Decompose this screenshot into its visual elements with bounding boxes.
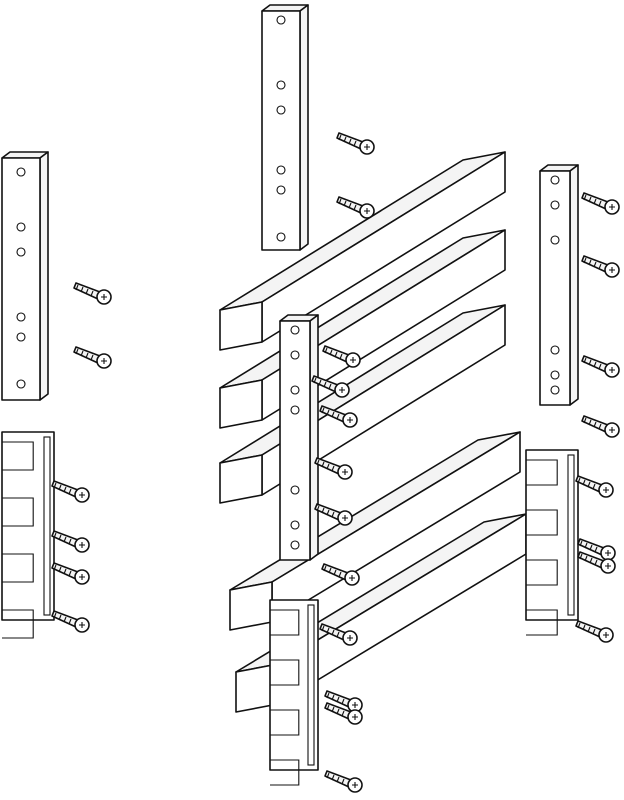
cross-head-icon xyxy=(609,427,615,433)
screw xyxy=(324,702,363,725)
cross-head-icon xyxy=(352,782,358,788)
screw xyxy=(51,530,90,553)
screw xyxy=(324,690,363,713)
left-support-bracket xyxy=(1,151,49,401)
screw xyxy=(336,132,375,155)
mounting-hole xyxy=(290,405,300,415)
screw xyxy=(581,255,620,278)
cross-head-icon xyxy=(609,267,615,273)
screw xyxy=(581,415,620,438)
screw xyxy=(322,345,361,368)
screw xyxy=(577,551,616,574)
lower-clip-holder xyxy=(269,599,319,786)
mounting-hole xyxy=(550,385,560,395)
screw xyxy=(73,282,112,305)
cross-head-icon xyxy=(352,702,358,708)
cross-head-icon xyxy=(364,208,370,214)
mounting-hole xyxy=(550,370,560,380)
mounting-hole xyxy=(550,200,560,210)
screw xyxy=(51,610,90,633)
left-clip-holder xyxy=(1,431,55,639)
screw xyxy=(314,503,353,526)
mounting-hole xyxy=(290,520,300,530)
right-support-bracket xyxy=(539,164,579,406)
center-support-bracket xyxy=(279,314,319,561)
top-support-bracket xyxy=(261,4,309,251)
screw xyxy=(581,192,620,215)
cross-head-icon xyxy=(364,144,370,150)
mounting-hole xyxy=(16,312,26,322)
cross-head-icon xyxy=(352,714,358,720)
mounting-hole xyxy=(290,485,300,495)
cross-head-icon xyxy=(101,358,107,364)
mounting-hole xyxy=(550,345,560,355)
mounting-hole xyxy=(290,385,300,395)
mounting-hole xyxy=(16,167,26,177)
mounting-hole xyxy=(16,332,26,342)
mounting-hole xyxy=(276,232,286,242)
mounting-hole xyxy=(276,165,286,175)
cross-head-icon xyxy=(347,635,353,641)
screw xyxy=(336,196,375,219)
cross-head-icon xyxy=(79,542,85,548)
screw xyxy=(319,405,358,428)
mounting-hole xyxy=(290,350,300,360)
cross-head-icon xyxy=(342,469,348,475)
screw xyxy=(51,480,90,503)
screw xyxy=(319,623,358,646)
screw xyxy=(314,457,353,480)
cross-head-icon xyxy=(342,515,348,521)
cross-head-icon xyxy=(605,563,611,569)
cross-head-icon xyxy=(339,387,345,393)
busbar xyxy=(219,151,506,351)
mounting-hole xyxy=(16,379,26,389)
mounting-hole xyxy=(550,235,560,245)
right-clip-holder xyxy=(525,449,579,636)
cross-head-icon xyxy=(609,204,615,210)
cross-head-icon xyxy=(605,550,611,556)
cross-head-icon xyxy=(349,575,355,581)
cross-head-icon xyxy=(603,632,609,638)
cross-head-icon xyxy=(347,417,353,423)
screw xyxy=(51,562,90,585)
screw xyxy=(311,375,350,398)
mounting-hole xyxy=(16,247,26,257)
screw xyxy=(324,770,363,793)
cross-head-icon xyxy=(101,294,107,300)
screw xyxy=(321,563,360,586)
screw xyxy=(73,346,112,369)
screw xyxy=(581,355,620,378)
cross-head-icon xyxy=(79,492,85,498)
cross-head-icon xyxy=(79,622,85,628)
mounting-hole xyxy=(16,222,26,232)
mounting-hole xyxy=(550,175,560,185)
screw xyxy=(575,475,614,498)
mounting-hole xyxy=(276,185,286,195)
mounting-hole xyxy=(276,15,286,25)
cross-head-icon xyxy=(350,357,356,363)
mounting-hole xyxy=(290,540,300,550)
mounting-hole xyxy=(290,325,300,335)
mounting-hole xyxy=(276,105,286,115)
screw xyxy=(575,620,614,643)
cross-head-icon xyxy=(79,574,85,580)
cross-head-icon xyxy=(603,487,609,493)
cross-head-icon xyxy=(609,367,615,373)
mounting-hole xyxy=(276,80,286,90)
